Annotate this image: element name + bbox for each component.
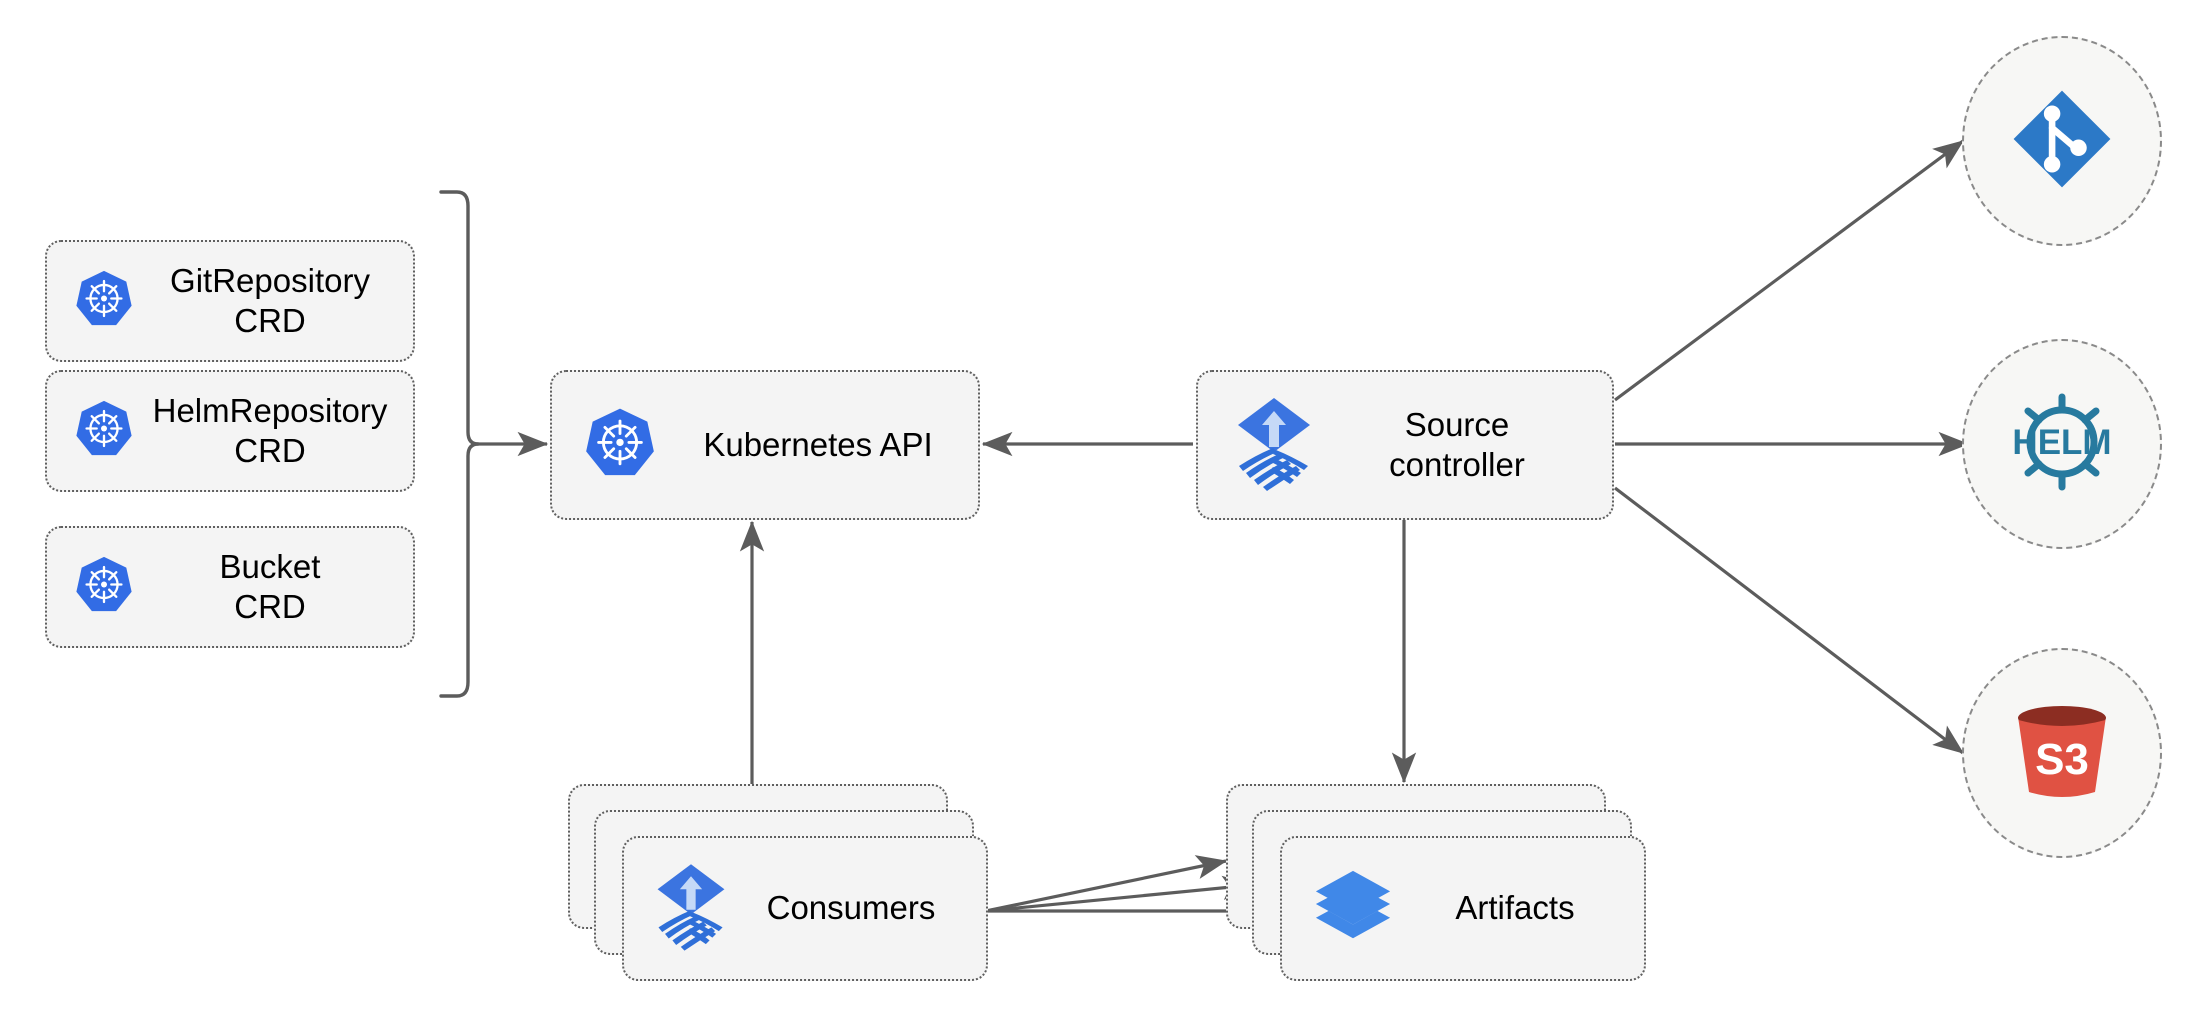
s3-wordmark: S3 bbox=[2035, 735, 2089, 784]
crd-label: GitRepository CRD bbox=[170, 261, 370, 339]
consumers-label: Consumers bbox=[766, 889, 936, 927]
helm-wordmark: HELM bbox=[2012, 423, 2111, 462]
flux-icon bbox=[652, 859, 730, 958]
kubernetes-icon bbox=[582, 405, 658, 486]
crd-label: HelmRepository CRD bbox=[152, 391, 388, 469]
artifacts-label: Artifacts bbox=[1455, 889, 1575, 927]
crd-box-bucket[interactable]: Bucket CRD bbox=[45, 526, 415, 648]
helm-target-node[interactable]: HELM bbox=[1962, 339, 2162, 549]
kubernetes-api-node[interactable]: Kubernetes API bbox=[550, 370, 980, 520]
layers-icon bbox=[1312, 865, 1394, 952]
crd-label: Bucket CRD bbox=[219, 547, 321, 625]
source-controller-label: Source controller bbox=[1389, 405, 1525, 483]
kubernetes-api-label: Kubernetes API bbox=[703, 425, 933, 463]
edge-source-controller-to-git bbox=[1614, 139, 1965, 402]
crd-box-gitrepository[interactable]: GitRepository CRD bbox=[45, 240, 415, 362]
git-icon bbox=[2007, 84, 2117, 199]
kubernetes-icon bbox=[73, 268, 135, 335]
artifacts-node[interactable]: Artifacts bbox=[1280, 836, 1646, 981]
s3-target-node[interactable]: S3 bbox=[1962, 648, 2162, 858]
source-controller-node[interactable]: Source controller bbox=[1196, 370, 1614, 520]
kubernetes-icon bbox=[73, 398, 135, 465]
crd-box-helmrepository[interactable]: HelmRepository CRD bbox=[45, 370, 415, 492]
consumers-node[interactable]: Consumers bbox=[622, 836, 988, 981]
edge-consumers-to-artifacts-1 bbox=[985, 855, 1228, 913]
s3-icon: S3 bbox=[2003, 692, 2121, 815]
edge-consumers-to-artifacts-2 bbox=[985, 875, 1254, 913]
flux-icon bbox=[1232, 394, 1316, 497]
git-target-node[interactable] bbox=[1962, 36, 2162, 246]
edge-source-controller-to-s3 bbox=[1614, 486, 1965, 755]
kubernetes-icon bbox=[73, 554, 135, 621]
helm-icon: HELM bbox=[1998, 382, 2126, 507]
